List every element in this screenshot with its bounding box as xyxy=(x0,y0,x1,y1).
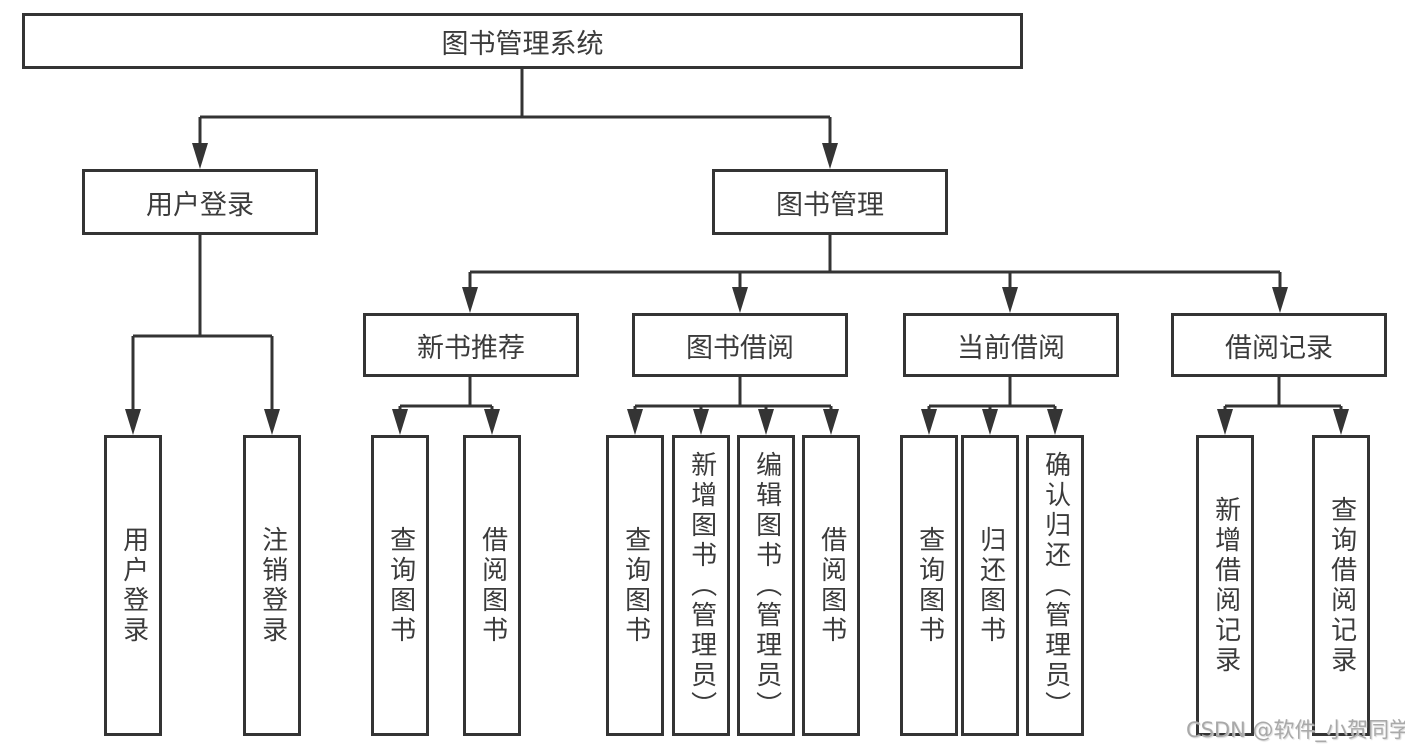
leaf-query-book-recommend: 查询图书 xyxy=(371,435,429,736)
leaf-label: 借阅图书 xyxy=(477,525,508,646)
node-current-borrow: 当前借阅 xyxy=(903,313,1119,377)
leaf-label: 编辑图书（管理员） xyxy=(751,450,782,721)
node-new-book-recommend: 新书推荐 xyxy=(363,313,579,377)
node-book-management: 图书管理 xyxy=(712,169,948,235)
node-book-borrow: 图书借阅 xyxy=(632,313,848,377)
leaf-user-login: 用户登录 xyxy=(104,435,162,736)
leaf-query-book-borrow: 查询图书 xyxy=(606,435,664,736)
leaf-label: 注销登录 xyxy=(257,525,288,646)
leaf-query-book-current: 查询图书 xyxy=(900,435,958,736)
leaf-label: 新增图书（管理员） xyxy=(686,450,717,721)
leaf-add-borrow-record: 新增借阅记录 xyxy=(1196,435,1254,736)
leaf-label: 归还图书 xyxy=(975,525,1006,646)
node-root-system: 图书管理系统 xyxy=(22,13,1023,69)
leaf-label: 查询图书 xyxy=(385,525,416,646)
leaf-label: 确认归还（管理员） xyxy=(1040,450,1071,721)
csdn-watermark: CSDN @软件_小贺同学 xyxy=(1186,718,1405,742)
leaf-label: 查询图书 xyxy=(620,525,651,646)
leaf-query-borrow-record: 查询借阅记录 xyxy=(1312,435,1370,736)
leaf-borrow-book-recommend: 借阅图书 xyxy=(463,435,521,736)
leaf-edit-book-admin: 编辑图书（管理员） xyxy=(737,435,795,736)
leaf-confirm-return-admin: 确认归还（管理员） xyxy=(1026,435,1084,736)
leaf-return-book: 归还图书 xyxy=(961,435,1019,736)
node-user-login: 用户登录 xyxy=(82,169,318,235)
leaf-label: 借阅图书 xyxy=(816,525,847,646)
leaf-borrow-book: 借阅图书 xyxy=(802,435,860,736)
node-borrow-record: 借阅记录 xyxy=(1171,313,1387,377)
leaf-label: 查询图书 xyxy=(914,525,945,646)
leaf-label: 新增借阅记录 xyxy=(1210,495,1241,676)
leaf-label: 用户登录 xyxy=(118,525,149,646)
leaf-logout: 注销登录 xyxy=(243,435,301,736)
leaf-label: 查询借阅记录 xyxy=(1326,495,1357,676)
leaf-add-book-admin: 新增图书（管理员） xyxy=(672,435,730,736)
